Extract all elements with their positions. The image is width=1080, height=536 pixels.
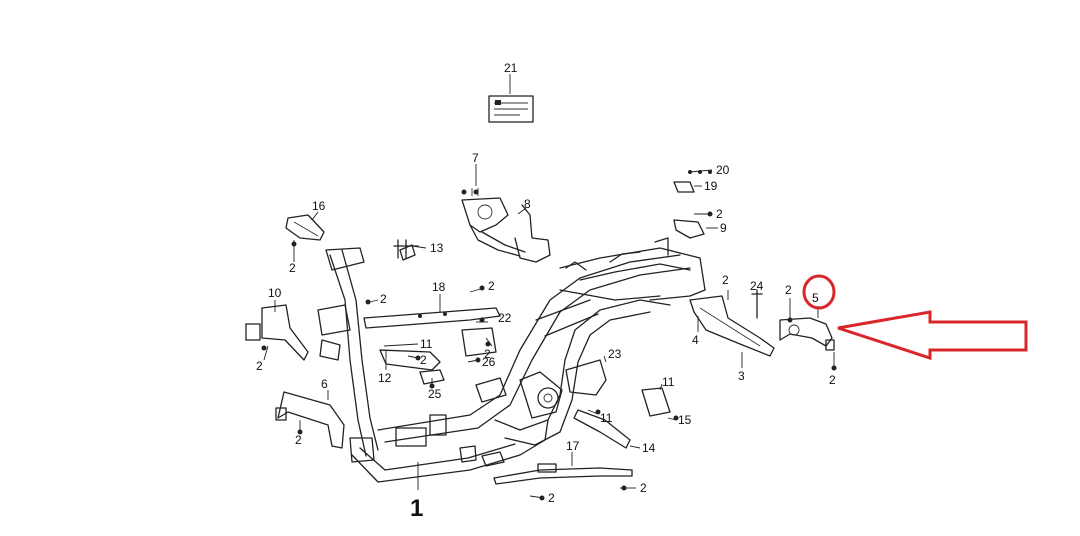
screws <box>261 189 837 501</box>
label-11-a: 11 <box>420 337 433 351</box>
label-24: 24 <box>750 279 764 293</box>
label-1: 1 <box>410 495 423 522</box>
label-14: 14 <box>642 441 656 455</box>
main-frame <box>317 237 706 483</box>
bar-18 <box>363 307 501 329</box>
label-19: 19 <box>704 179 718 193</box>
label-2-h: 2 <box>295 433 302 447</box>
part-labels: 21 7 8 20 19 2 9 16 2 13 10 2 2 18 2 22 … <box>256 61 836 522</box>
label-2-g: 2 <box>420 353 427 367</box>
label-2-c: 2 <box>256 359 263 373</box>
label-2-e: 2 <box>488 279 495 293</box>
label-13: 13 <box>430 241 444 255</box>
bolt-24 <box>751 289 763 319</box>
label-8: 8 <box>524 197 531 211</box>
label-6: 6 <box>321 377 328 391</box>
highlight-arrow <box>837 310 1028 361</box>
label-23: 23 <box>608 347 622 361</box>
label-2-j: 2 <box>640 481 647 495</box>
bracket-9 <box>673 219 705 239</box>
label-2-a: 2 <box>716 207 723 221</box>
label-9: 9 <box>720 221 727 235</box>
leader-lines <box>263 74 835 499</box>
bracket-22 <box>461 327 497 357</box>
label-4: 4 <box>692 333 699 347</box>
highlight-circle <box>802 274 836 310</box>
stay-5 <box>779 317 835 351</box>
strap-14 <box>573 409 631 449</box>
label-15: 15 <box>678 413 692 427</box>
label-21: 21 <box>504 61 518 75</box>
label-plate-21 <box>488 95 534 123</box>
label-2-f: 2 <box>484 347 491 361</box>
head-bracket-7-8 <box>461 188 551 263</box>
label-2-k: 2 <box>722 273 729 287</box>
label-7: 7 <box>472 151 479 165</box>
label-25: 25 <box>428 387 442 401</box>
label-20: 20 <box>716 163 730 177</box>
bracket-6 <box>275 391 345 449</box>
bar-17 <box>493 463 633 485</box>
label-5: 5 <box>812 291 819 305</box>
label-17: 17 <box>566 439 580 453</box>
label-26: 26 <box>482 355 496 369</box>
label-11-c: 11 <box>662 375 675 389</box>
label-22: 22 <box>498 311 512 325</box>
label-16: 16 <box>312 199 326 213</box>
bracket-23 <box>565 359 607 396</box>
highlight-annotations <box>802 274 1028 361</box>
bracket-16 <box>285 214 325 241</box>
label-11-b: 11 <box>600 411 613 425</box>
label-18: 18 <box>432 280 446 294</box>
label-12: 12 <box>378 371 392 385</box>
bracket-15 <box>641 387 671 417</box>
label-2-b: 2 <box>289 261 296 275</box>
label-2-d: 2 <box>380 292 387 306</box>
label-2-i: 2 <box>548 491 555 505</box>
label-2-l: 2 <box>785 283 792 297</box>
strap-12 <box>379 349 445 385</box>
rear-bracket-4 <box>689 295 775 357</box>
label-10: 10 <box>268 286 282 300</box>
label-3: 3 <box>738 369 745 383</box>
bracket-10 <box>245 304 309 361</box>
label-2-m: 2 <box>829 373 836 387</box>
